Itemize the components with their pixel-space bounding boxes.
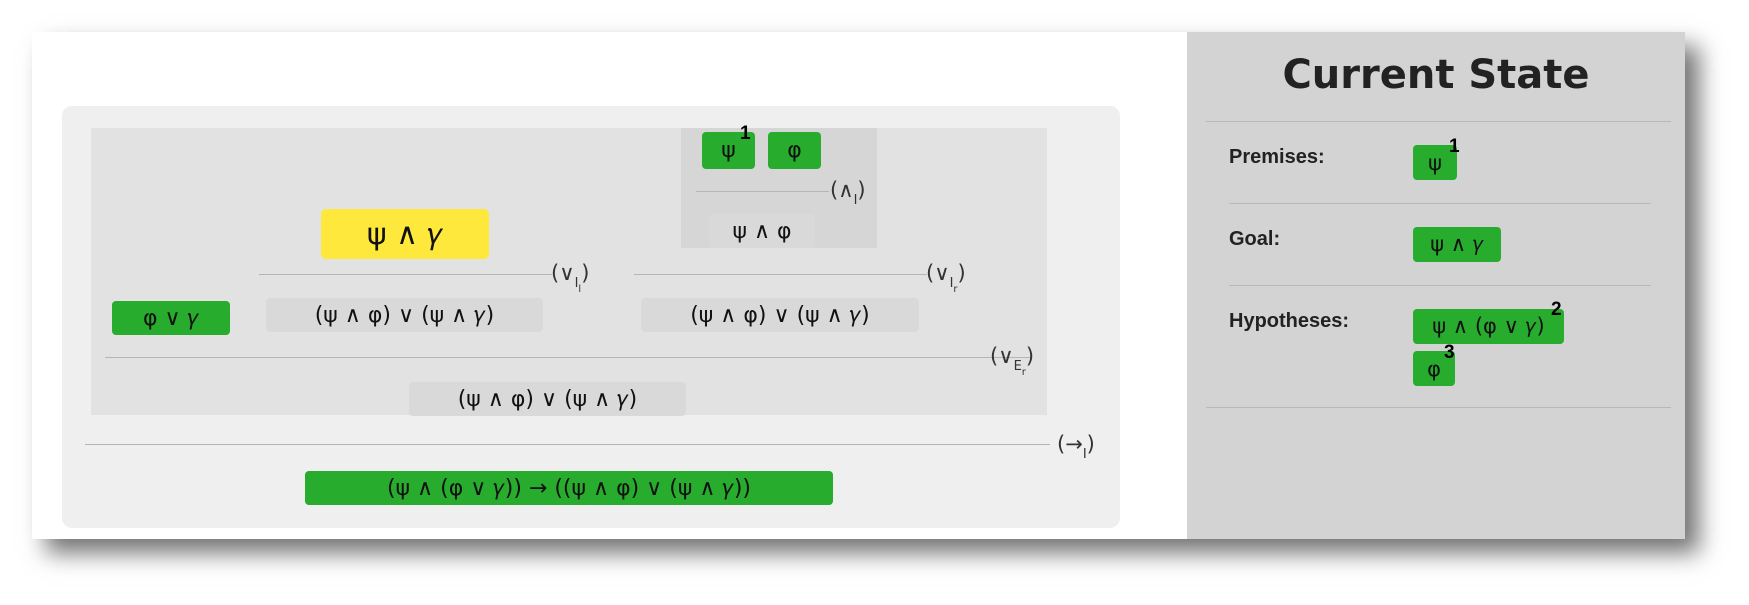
premises-label: Premises: <box>1229 146 1325 168</box>
or-elim-rule-label: (∨Er) <box>990 344 1035 378</box>
implies-intro-rule-label: (→I) <box>1057 432 1095 463</box>
goal-chip[interactable]: ψ ∧ 𝛾 <box>1413 227 1501 262</box>
current-state-panel: Current State Premises: ψ 1 Goal: ψ ∧ 𝛾 … <box>1187 32 1685 539</box>
or-elim-inference-line <box>105 357 1032 358</box>
state-title: Current State <box>1282 52 1590 98</box>
or-intro-left-rule-label: (∨Il) <box>551 261 590 295</box>
major-premise[interactable]: φ ∨ 𝛾 <box>112 301 230 335</box>
hypotheses-divider <box>1206 407 1671 408</box>
and-intro-inference-line <box>696 191 829 192</box>
premise-chip-label: 1 <box>1449 136 1460 157</box>
hypothesis-chip[interactable]: φ <box>1413 351 1455 386</box>
right-branch-conclusion[interactable]: (ψ ∧ φ) ∨ (ψ ∧ 𝛾) <box>641 298 919 332</box>
hypothesis-chip-label: 2 <box>1551 299 1562 320</box>
premises-divider <box>1229 203 1651 204</box>
root-conclusion[interactable]: (ψ ∧ (φ ∨ 𝛾)) → ((ψ ∧ φ) ∨ (ψ ∧ 𝛾)) <box>305 471 833 505</box>
left-branch-inference-line <box>259 274 552 275</box>
right-branch-inference-line <box>634 274 927 275</box>
left-branch-conclusion[interactable]: (ψ ∧ φ) ∨ (ψ ∧ 𝛾) <box>266 298 543 332</box>
or-intro-right-rule-label: (∨Ir) <box>926 261 966 295</box>
hypothesis-chip-label: 3 <box>1444 342 1455 363</box>
premise-chip[interactable]: ψ <box>1413 145 1457 180</box>
or-elim-conclusion[interactable]: (ψ ∧ φ) ∨ (ψ ∧ 𝛾) <box>409 382 686 416</box>
proof-tree-panel: ψ 1 φ (∧I) ψ ∧ φ ψ ∧ 𝛾 (∨Il) (ψ ∧ φ) ∨ (… <box>62 106 1120 528</box>
and-intro-conclusion[interactable]: ψ ∧ φ <box>709 214 815 248</box>
premise-label: 1 <box>740 123 751 144</box>
goal-label: Goal: <box>1229 228 1281 250</box>
hypothesis-phi[interactable]: φ <box>768 132 821 169</box>
title-divider <box>1206 121 1671 122</box>
goal-divider <box>1229 285 1651 286</box>
and-intro-rule-label: (∧I) <box>830 178 866 209</box>
hypotheses-label: Hypotheses: <box>1229 310 1350 332</box>
root-inference-line <box>85 444 1050 445</box>
premise-psi[interactable]: ψ <box>702 132 755 169</box>
hypothesis-chip[interactable]: ψ ∧ (φ ∨ 𝛾) <box>1413 309 1564 344</box>
focused-goal[interactable]: ψ ∧ 𝛾 <box>321 209 489 259</box>
